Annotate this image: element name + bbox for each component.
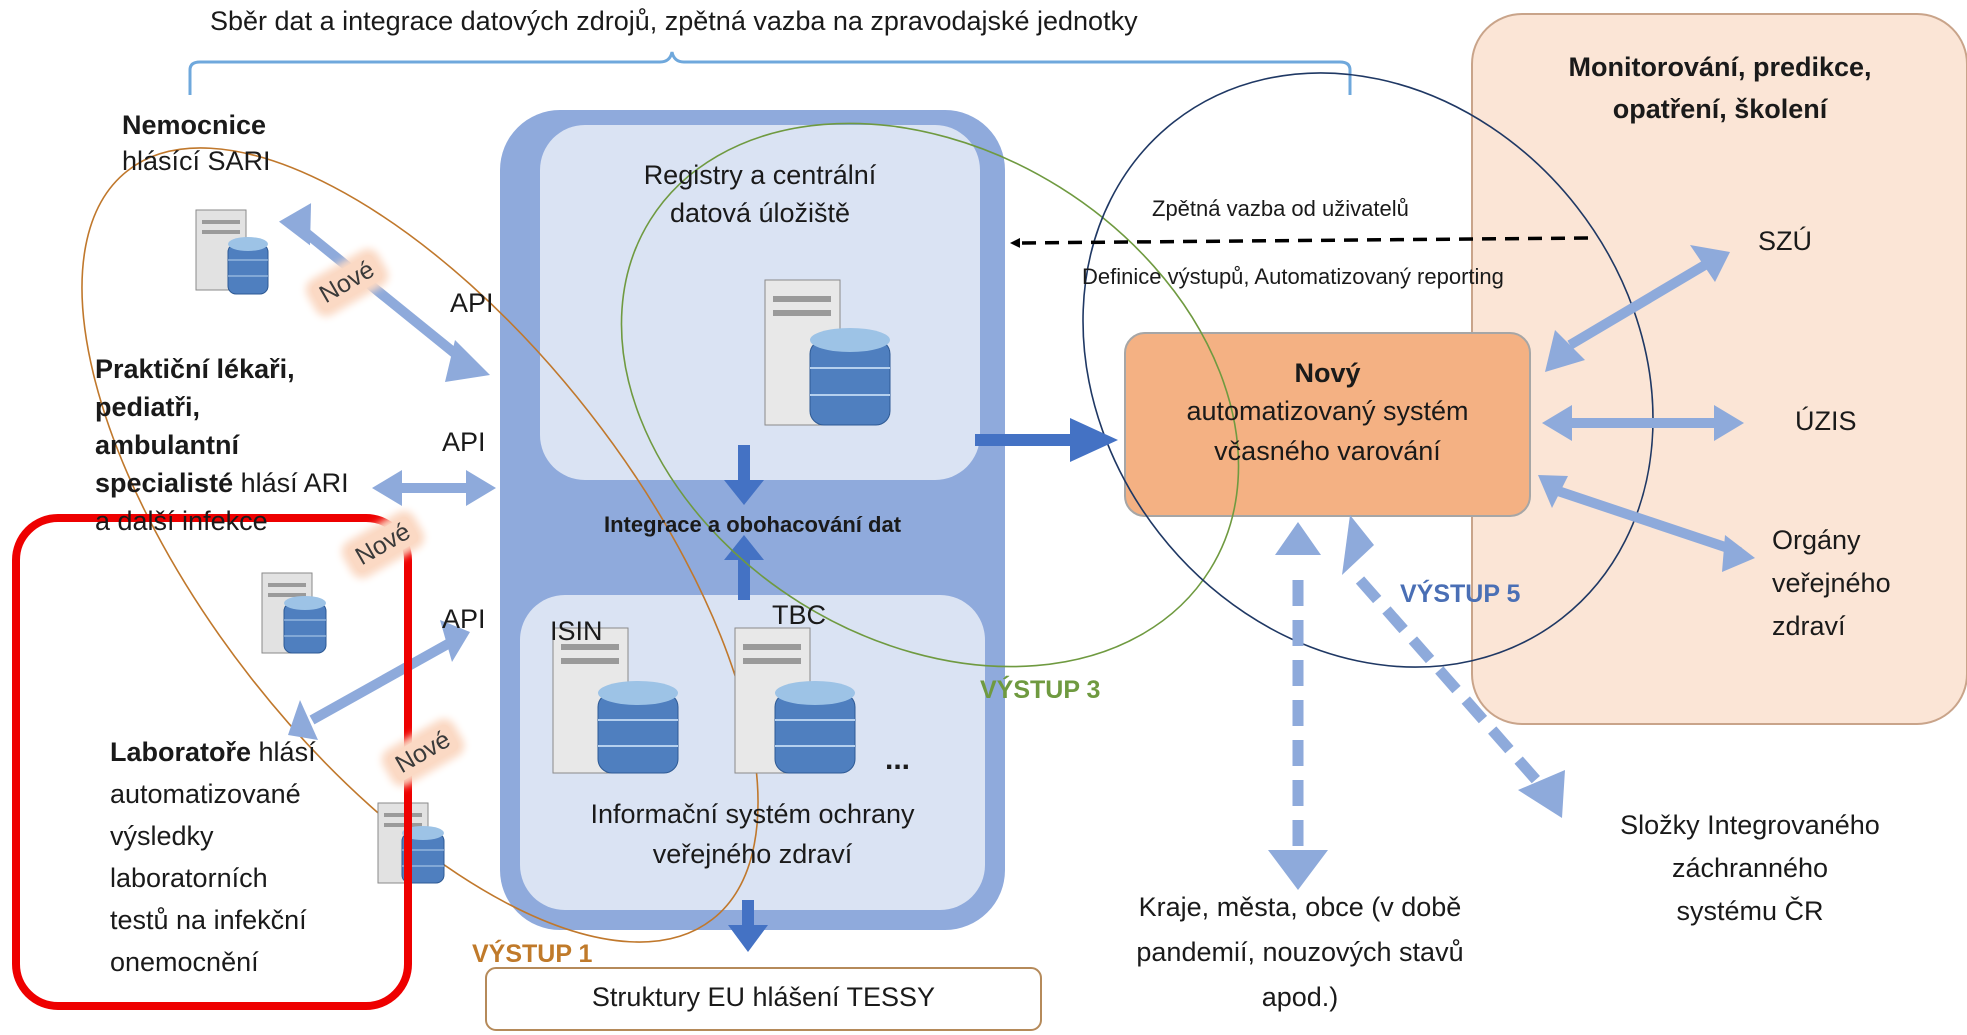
gp-line4: specialisté hlásí ARI xyxy=(95,466,349,502)
output-1: VÝSTUP 1 xyxy=(472,940,593,968)
server-icon xyxy=(261,572,327,654)
eu-box xyxy=(485,967,1042,1031)
right-title-1: Monitorování, predikce, xyxy=(1568,52,1872,82)
api-label: API xyxy=(442,604,486,634)
gp-line2: pediatři, xyxy=(95,392,201,422)
server-icon xyxy=(552,627,679,774)
lab-line3: výsledky xyxy=(110,821,214,851)
gp-line4-bold: specialisté xyxy=(95,468,234,498)
output-5: VÝSTUP 5 xyxy=(1400,580,1521,608)
right-title-2: opatření, školení xyxy=(1612,94,1828,124)
lab-line6: onemocnění xyxy=(110,947,259,977)
light-arrowheads xyxy=(279,203,1755,740)
lab-line4: laboratorních xyxy=(110,863,268,893)
izs-2: záchranného xyxy=(1671,853,1829,883)
server-icon xyxy=(734,627,856,774)
eu-box-label: Struktury EU hlášení TESSY xyxy=(591,982,936,1012)
gp-line3: ambulantní xyxy=(95,430,240,460)
system-line3: včasného varování xyxy=(1214,436,1441,466)
organy-1: Orgány xyxy=(1772,525,1861,555)
lab-line1: Laboratoře hlásí xyxy=(110,735,316,771)
feedback-arrow xyxy=(1010,236,1589,248)
system-title: Nový xyxy=(1294,358,1361,388)
feedback-line2: Definice výstupů, Automatizovaný reporti… xyxy=(1082,264,1504,289)
server-icon xyxy=(195,209,269,295)
output-3: VÝSTUP 3 xyxy=(980,676,1101,704)
top-bracket xyxy=(188,51,1352,95)
lab-line5: testů na infekční xyxy=(110,905,307,935)
registry-title-2: datová úložiště xyxy=(669,198,851,228)
gp-line1: Praktiční lékaři, xyxy=(95,354,295,384)
system-line2: automatizovaný systém xyxy=(1186,396,1469,426)
center-internal-arrows xyxy=(724,445,768,952)
kraje-3: apod.) xyxy=(1261,982,1339,1012)
lab-rest: hlásí xyxy=(251,737,316,767)
lab-bold: Laboratoře xyxy=(110,737,252,767)
api-label: API xyxy=(442,427,486,457)
uzis-label: ÚZIS xyxy=(1795,406,1857,436)
hospitals-title: Nemocnice xyxy=(122,110,267,140)
arrow-to-system xyxy=(975,418,1118,462)
tbc-label: TBC xyxy=(772,600,826,630)
kraje-1: Kraje, města, obce (v době xyxy=(1138,892,1462,922)
ellipse-vystup5 xyxy=(1082,72,1654,668)
integration-label: Integrace a obohacování dat xyxy=(603,512,902,537)
system-box xyxy=(1124,332,1531,517)
is-title-2: veřejného zdraví xyxy=(652,839,853,869)
dashed-arrows xyxy=(1292,576,1550,850)
server-icon xyxy=(764,279,891,426)
lab-line2: automatizované xyxy=(110,779,301,809)
api-label: API xyxy=(450,288,494,318)
ellipse-vystup3 xyxy=(620,122,1240,668)
gp-line4-rest: hlásí ARI xyxy=(233,468,349,498)
ellipse-vystup1 xyxy=(81,147,759,943)
light-arrows xyxy=(296,224,1742,725)
kraje-2: pandemií, nouzových stavů xyxy=(1136,937,1464,967)
organy-2: veřejného xyxy=(1772,568,1891,598)
feedback-line1: Zpětná vazba od uživatelů xyxy=(1152,196,1409,221)
hospitals-sub: hlásící SARI xyxy=(122,146,271,176)
gp-line5: a další infekce xyxy=(95,506,268,536)
top-caption: Sběr dat a integrace datových zdrojů, zp… xyxy=(210,6,1138,36)
is-title-1: Informační systém ochrany xyxy=(590,799,915,829)
isin-label: ISIN xyxy=(550,616,603,646)
registry-title-1: Registry a centrální xyxy=(643,160,877,190)
izs-1: Složky Integrovaného xyxy=(1620,810,1880,840)
ellipsis-label: ... xyxy=(885,743,911,776)
szu-label: SZÚ xyxy=(1758,226,1812,256)
izs-3: systému ČR xyxy=(1676,896,1824,926)
organy-3: zdraví xyxy=(1772,611,1846,641)
server-icon xyxy=(377,802,445,884)
